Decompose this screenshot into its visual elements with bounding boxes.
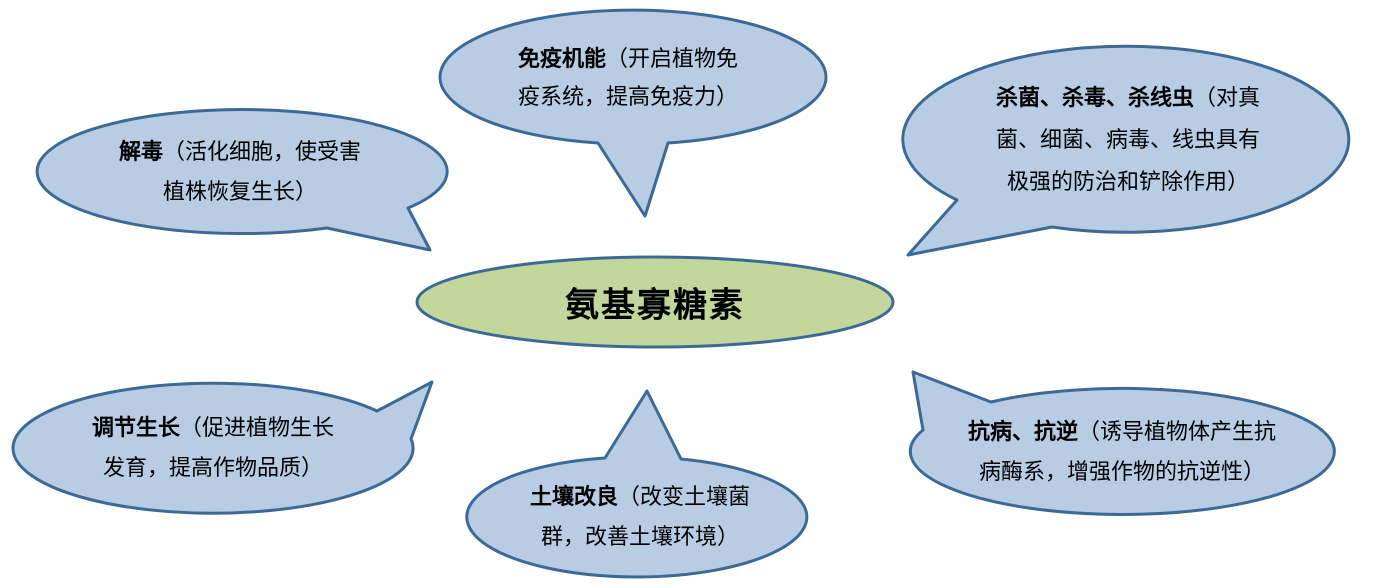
center-ellipse (415, 255, 895, 349)
bubble-growth-desc: （促进植物生长发育，提高作物品质） (102, 415, 335, 480)
bubble-sterilize-title: 杀菌、杀毒、杀线虫 (995, 85, 1194, 110)
bubble-sterilize-desc: （对真菌、细菌、病毒、线虫具有极强的防治和铲除作用） (995, 85, 1261, 194)
bubble-immune-title: 免疫机能 (517, 46, 606, 71)
center-label: 氨基寡糖素 (565, 286, 745, 325)
bubble-detox-shape (35, 108, 449, 252)
bubble-immune-shape (438, 8, 828, 218)
bubble-immune-text: 免疫机能（开启植物免疫系统，提高免疫力） (512, 40, 744, 116)
bubble-soil-desc: （改变土壤菌群，改善土壤环境） (540, 484, 751, 549)
bubble-soil-title: 土壤改良 (529, 484, 618, 509)
bubble-growth-text: 调节生长（促进植物生长发育，提高作物品质） (90, 408, 336, 488)
bubble-resist-shape (908, 370, 1336, 516)
bubble-soil-text: 土壤改良（改变土壤菌群，改善土壤环境） (519, 477, 761, 557)
bubble-growth-shape (11, 380, 434, 515)
bubble-detox-title: 解毒 (118, 139, 163, 164)
bubble-resist-title: 抗病、抗逆 (967, 419, 1078, 444)
bubble-soil-shape (465, 389, 809, 579)
bubble-resist-desc: （诱导植物体产生抗病酶系，增强作物的抗逆性） (978, 419, 1277, 484)
bubble-detox-desc: （活化细胞，使受害植株恢复生长） (162, 139, 362, 204)
bubble-resist-text: 抗病、抗逆（诱导植物体产生抗病酶系，增强作物的抗逆性） (966, 412, 1278, 492)
bubble-detox-text: 解毒（活化细胞，使受害植株恢复生长） (113, 132, 367, 212)
bubble-sterilize-shape (901, 44, 1351, 257)
bubble-immune-desc: （开启植物免疫系统，提高免疫力） (517, 46, 739, 109)
bubble-growth-title: 调节生长 (91, 415, 180, 440)
bubble-sterilize-text: 杀菌、杀毒、杀线虫（对真菌、细菌、病毒、线虫具有极强的防治和铲除作用） (989, 77, 1267, 203)
